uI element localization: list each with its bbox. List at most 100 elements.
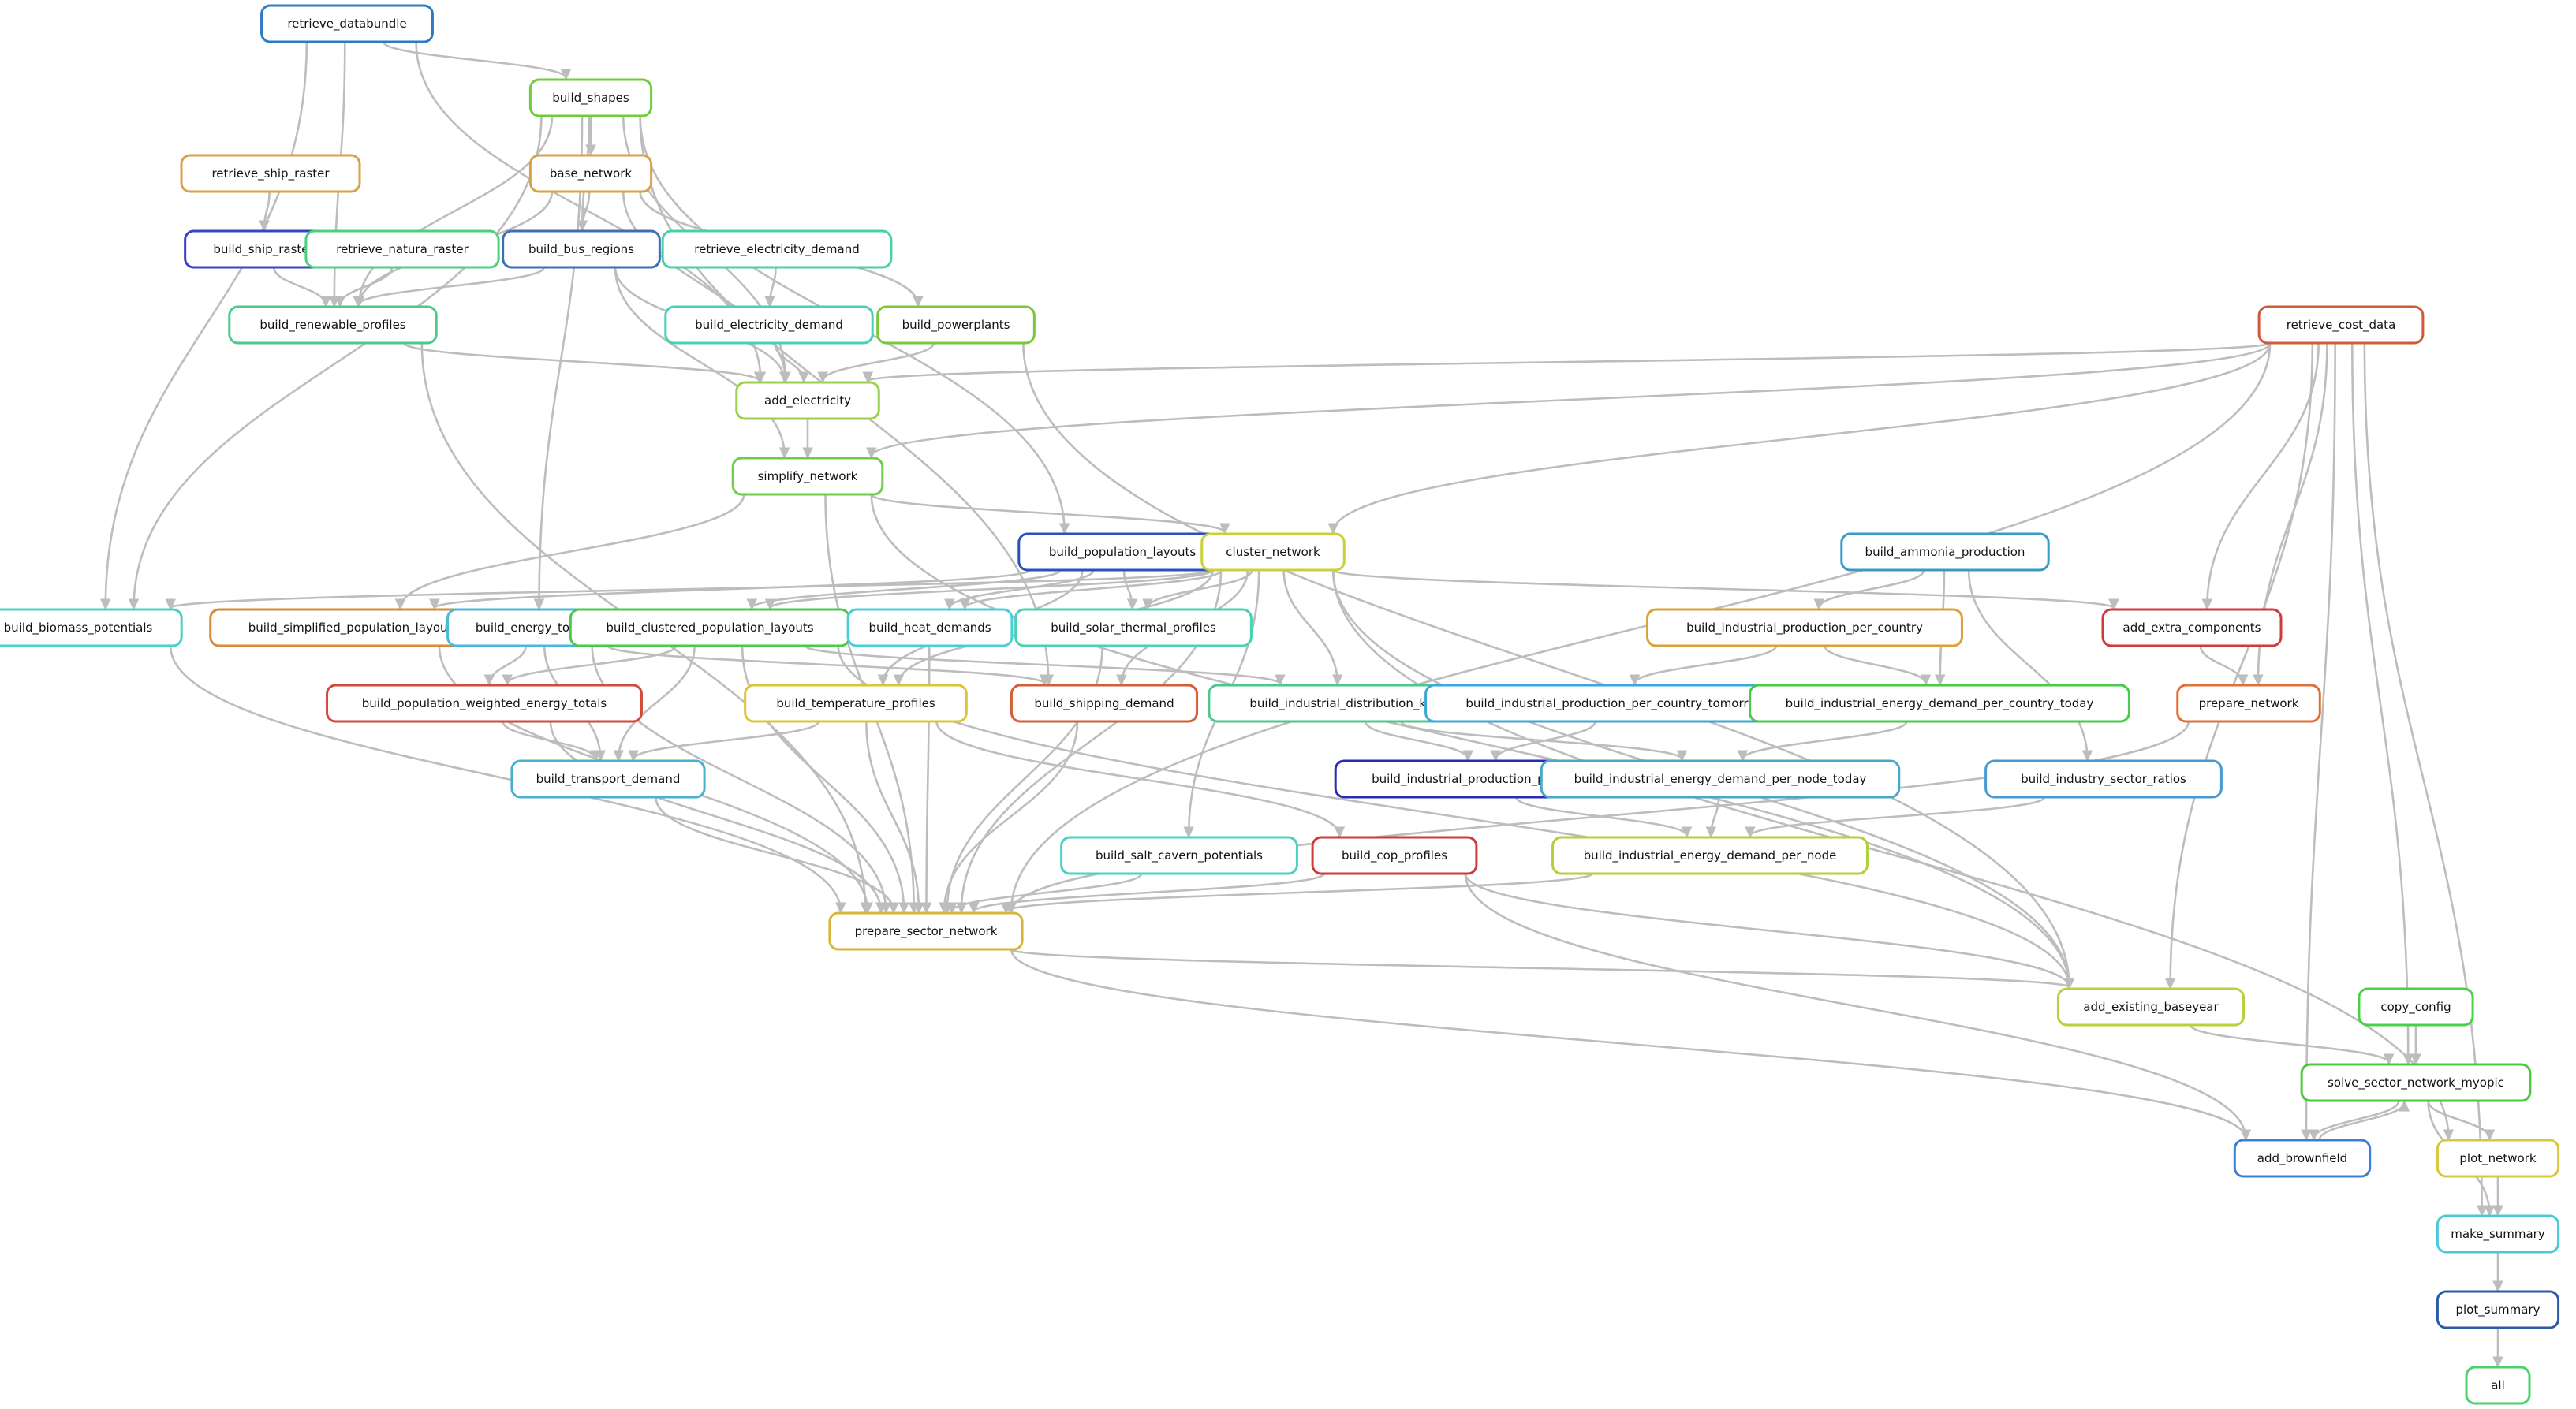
node-label: build_simplified_population_layouts xyxy=(248,621,459,636)
node-build-shapes: build_shapes xyxy=(528,78,653,117)
edge-arrowhead xyxy=(2108,598,2119,611)
edge-build-population-layouts-to-build-heat-demands xyxy=(948,569,1095,609)
edge-arrowhead xyxy=(1327,523,1339,535)
edge-retrieve-cost-data-to-cluster-network xyxy=(1331,342,2272,533)
node-prepare-network: prepare_network xyxy=(2176,684,2321,723)
edge-arrowhead xyxy=(862,371,874,384)
edge-simplify-network-to-build-simplified-population-layouts xyxy=(399,494,745,609)
node-box xyxy=(2257,305,2425,345)
edge-arrowhead xyxy=(1745,826,1756,839)
node-label: add_electricity xyxy=(764,393,851,408)
node-box xyxy=(735,381,880,420)
edge-build-temperature-profiles-to-build-transport-demand xyxy=(632,721,820,760)
node-build-solar-thermal-profiles: build_solar_thermal_profiles xyxy=(1014,608,1253,647)
edge-arrowhead xyxy=(1934,674,1946,687)
edge-arrowhead xyxy=(2443,1129,2455,1142)
edge-simplify-network-to-cluster-network xyxy=(870,493,1226,534)
edge-build-industrial-production-per-country-tomorrow-to-build-industrial-production-per-node xyxy=(1494,721,1596,760)
edge-cluster-network-to-add-extra-components xyxy=(1331,568,2115,609)
node-build-biomass-potentials: build_biomass_potentials xyxy=(0,608,183,647)
edge-build-industry-sector-ratios-to-build-industrial-energy-demand-per-node xyxy=(1749,796,2046,837)
node-label: build_ammonia_production xyxy=(1865,545,2025,560)
edge-build-clustered-population-layouts-to-build-transport-demand xyxy=(617,645,696,760)
node-build-ammonia-production: build_ammonia_production xyxy=(1840,532,2050,572)
node-box xyxy=(2056,987,2246,1027)
edge-arrowhead xyxy=(778,447,790,460)
node-label: prepare_network xyxy=(2199,696,2299,711)
edge-arrowhead xyxy=(968,902,980,915)
node-label: build_temperature_profiles xyxy=(776,696,935,711)
node-layer: retrieve_databundlebuild_shapesretrieve_… xyxy=(0,4,2560,1405)
edge-build-temperature-profiles-to-prepare-sector-network xyxy=(865,721,920,912)
node-retrieve-electricity-demand: retrieve_electricity_demand xyxy=(661,229,893,269)
node-label: build_industrial_production_per_node xyxy=(1372,772,1592,787)
edge-arrowhead xyxy=(1676,750,1688,762)
node-box xyxy=(828,911,1024,951)
node-box xyxy=(2436,1214,2560,1254)
edge-arrowhead xyxy=(959,598,971,611)
edge-arrowhead xyxy=(2492,1280,2503,1293)
node-build-ship-raster: build_ship_raster xyxy=(184,229,343,269)
edge-arrowhead xyxy=(875,902,887,915)
node-box xyxy=(744,684,968,723)
edge-arrowhead xyxy=(1705,826,1717,839)
node-label: base_network xyxy=(550,166,632,181)
edge-arrowhead xyxy=(817,371,828,384)
edge-arrowhead xyxy=(1813,598,1824,611)
edge-arrowhead xyxy=(429,598,440,611)
node-retrieve-ship-raster: retrieve_ship_raster xyxy=(180,154,361,193)
node-label: add_extra_components xyxy=(2123,621,2261,636)
edge-arrowhead xyxy=(1219,523,1230,535)
node-label: all xyxy=(2491,1378,2505,1392)
edge-cluster-network-to-build-heat-demands xyxy=(964,569,1223,609)
edge-arrowhead xyxy=(320,296,331,308)
edge-build-biomass-potentials-to-prepare-sector-network xyxy=(169,645,842,912)
node-box xyxy=(228,305,438,345)
edge-build-ammonia-production-to-build-industrial-production-per-country xyxy=(1817,569,1925,609)
edge-arrowhead xyxy=(802,447,813,460)
edge-arrowhead xyxy=(353,296,364,308)
node-make-summary: make_summary xyxy=(2436,1214,2560,1254)
edge-arrowhead xyxy=(1126,598,1138,611)
edge-arrowhead xyxy=(483,674,495,687)
node-label: build_industrial_energy_demand_per_node xyxy=(1584,848,1837,863)
node-label: build_population_layouts xyxy=(1049,545,1197,560)
edge-arrowhead xyxy=(862,902,873,915)
node-label: build_industry_sector_ratios xyxy=(2021,772,2186,787)
edge-build-shapes-to-build-energy-totals xyxy=(538,115,584,609)
node-label: build_industrial_production_per_country xyxy=(1686,621,1923,636)
node-box xyxy=(510,759,706,799)
edge-arrowhead xyxy=(1490,750,1502,762)
node-simplify-network: simplify_network xyxy=(731,457,884,496)
node-box xyxy=(502,229,661,269)
edge-build-industrial-production-per-country-to-build-industrial-energy-demand-per-country-today xyxy=(1824,645,1927,684)
edge-arrowhead xyxy=(2308,1129,2320,1142)
node-build-bus-regions: build_bus_regions xyxy=(502,229,661,269)
edge-arrowhead xyxy=(1334,826,1346,839)
edge-build-industrial-energy-demand-per-country-today-to-build-industrial-energy-demand-per-node-today xyxy=(1742,721,1908,760)
edge-arrowhead xyxy=(939,902,950,915)
edge-arrowhead xyxy=(165,598,176,611)
edge-retrieve-cost-data-to-add-existing-baseyear xyxy=(2169,342,2314,988)
edge-arrowhead xyxy=(946,902,958,915)
node-label: retrieve_natura_raster xyxy=(336,242,469,257)
edge-arrowhead xyxy=(920,902,932,915)
edge-arrowhead xyxy=(1183,826,1194,839)
edge-arrowhead xyxy=(628,750,639,762)
edge-arrowhead xyxy=(1039,674,1051,687)
edge-arrowhead xyxy=(1142,598,1153,611)
node-box xyxy=(1540,759,1901,799)
edge-retrieve-databundle-to-build-shapes xyxy=(383,41,567,79)
node-box xyxy=(528,78,653,117)
edge-build-salt-cavern-potentials-to-prepare-sector-network xyxy=(950,873,1143,912)
edge-build-industrial-production-per-country-to-build-industrial-production-per-country-tomorrow xyxy=(1633,645,1778,684)
node-plot-summary: plot_summary xyxy=(2436,1290,2560,1329)
edge-arrowhead xyxy=(2383,1053,2395,1066)
edge-arrowhead xyxy=(2253,674,2264,687)
node-label: plot_network xyxy=(2459,1151,2536,1166)
edge-arrowhead xyxy=(1116,674,1127,687)
node-build-industrial-production-per-country: build_industrial_production_per_country xyxy=(1646,608,1963,647)
edge-arrowhead xyxy=(502,674,513,687)
edge-cluster-network-to-plot-network xyxy=(1331,569,2450,1139)
node-box xyxy=(664,305,874,345)
